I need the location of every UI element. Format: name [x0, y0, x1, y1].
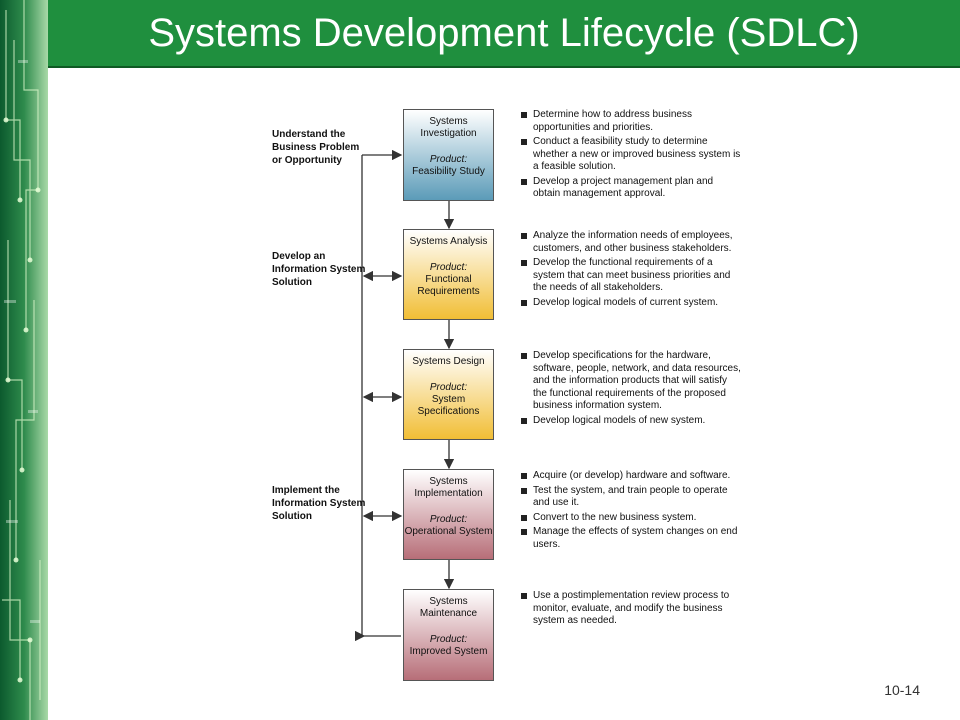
bullets-maintenance: Use a postimplementation review process …: [521, 590, 741, 630]
product-label: Product:: [429, 382, 468, 393]
phase-box-analysis: Systems Analysis Product: Functional Req…: [403, 229, 494, 320]
bullet-square-icon: [521, 299, 527, 306]
slide-title: Systems Development Lifecycle (SDLC): [148, 11, 860, 55]
stage-label-develop: Develop an Information System Solution: [272, 251, 366, 288]
bullet-square-icon: [521, 233, 527, 239]
bullet-square-icon: [521, 593, 527, 599]
bullets-analysis: Analyze the information needs of employe…: [521, 230, 741, 311]
phase-box-maintenance: Systems Maintenance Product: Improved Sy…: [403, 589, 494, 681]
phase-name: Systems Maintenance: [419, 596, 478, 619]
phase-product: Functional Requirements: [417, 274, 480, 297]
bullet-square-icon: [521, 260, 527, 266]
bullet-item: Develop logical models of new system.: [521, 415, 741, 428]
phase-name: Systems Design: [412, 356, 485, 367]
bullet-item: Conduct a feasibility study to determine…: [521, 136, 741, 174]
bullet-item: Develop a project management plan and ob…: [521, 176, 741, 201]
decorative-circuit-sidebar: [0, 0, 48, 720]
bullet-square-icon: [521, 139, 527, 145]
phase-name: Systems Analysis: [409, 236, 488, 247]
bullet-item: Develop specifications for the hardware,…: [521, 350, 741, 413]
bullet-item: Determine how to address business opport…: [521, 109, 741, 134]
bullets-implementation: Acquire (or develop) hardware and softwa…: [521, 470, 741, 553]
phase-product: Feasibility Study: [412, 166, 485, 177]
bullet-item: Acquire (or develop) hardware and softwa…: [521, 470, 741, 483]
product-label: Product:: [429, 514, 468, 525]
bullet-item: Develop logical models of current system…: [521, 297, 741, 310]
bullet-item: Develop the functional requirements of a…: [521, 257, 741, 295]
bullets-design: Develop specifications for the hardware,…: [521, 350, 741, 429]
bullet-item: Manage the effects of system changes on …: [521, 526, 741, 551]
bullets-investigation: Determine how to address business opport…: [521, 109, 741, 203]
phase-name: Systems Implementation: [414, 476, 483, 499]
phase-box-implementation: Systems Implementation Product: Operatio…: [403, 469, 494, 560]
bullet-square-icon: [521, 353, 527, 359]
bullet-item: Convert to the new business system.: [521, 512, 741, 525]
bullet-square-icon: [521, 529, 527, 535]
title-bar: [48, 0, 960, 68]
phase-product: Improved System: [409, 646, 488, 657]
stage-label-implement: Implement the Information System Solutio…: [272, 485, 366, 522]
bullet-square-icon: [521, 178, 527, 185]
bullet-item: Test the system, and train people to ope…: [521, 485, 741, 510]
phase-name: Systems Investigation: [420, 116, 477, 139]
phase-box-investigation: Systems Investigation Product: Feasibili…: [403, 109, 494, 201]
phase-box-design: Systems Design Product: System Specifica…: [403, 349, 494, 440]
bullet-square-icon: [521, 487, 527, 494]
page-number: 10-14: [884, 682, 920, 698]
bullet-square-icon: [521, 417, 527, 424]
phase-product: System Specifications: [417, 394, 480, 417]
bullet-square-icon: [521, 112, 527, 118]
bullet-item: Analyze the information needs of employe…: [521, 230, 741, 255]
bullet-square-icon: [521, 514, 527, 521]
product-label: Product:: [429, 634, 468, 645]
bullet-square-icon: [521, 473, 527, 479]
bullet-item: Use a postimplementation review process …: [521, 590, 741, 628]
stage-label-understand: Understand the Business Problem or Oppor…: [272, 129, 360, 166]
product-label: Product:: [429, 154, 468, 165]
product-label: Product:: [429, 262, 468, 273]
phase-product: Operational System: [404, 526, 493, 537]
